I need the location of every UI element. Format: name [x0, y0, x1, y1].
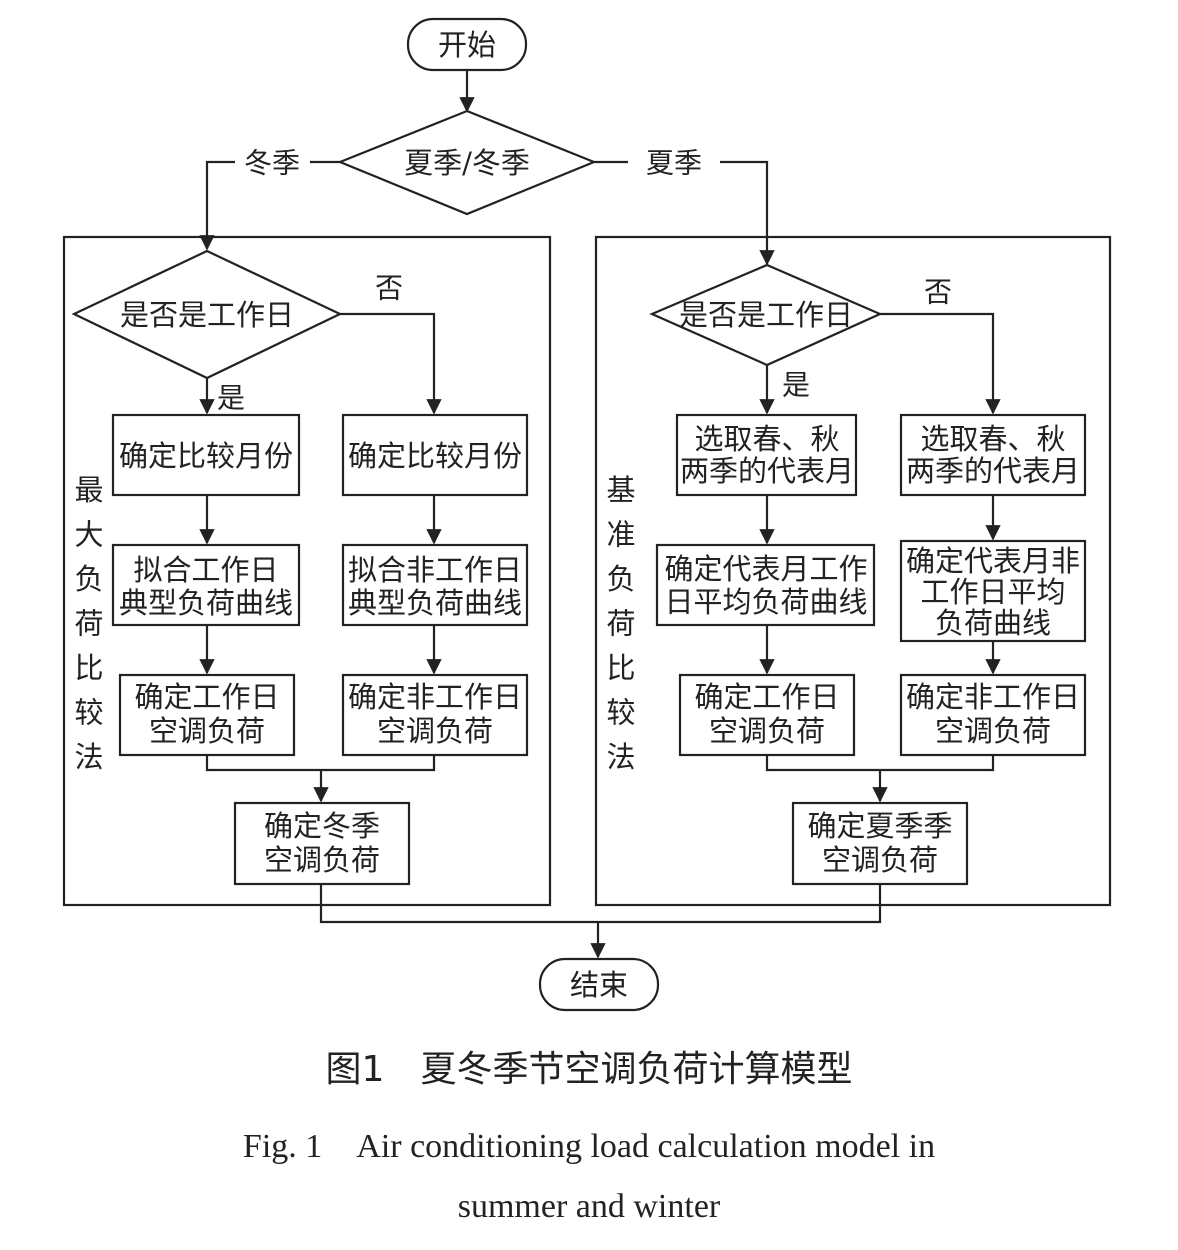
process-r-curve-b-line1: 确定代表月非	[906, 544, 1080, 578]
caption-en-line1: Fig. 1 Air conditioning load calculation…	[242, 1128, 936, 1165]
node-end-label: 结束	[570, 968, 628, 1002]
edge-label-yes-left: 是	[217, 382, 245, 415]
side-right-char: 准	[606, 518, 635, 552]
decision-season: 夏季/冬季	[337, 109, 597, 216]
edge-label-no-right: 否	[924, 276, 952, 309]
process-r-final: 确定夏季季 空调负荷	[791, 801, 969, 886]
group-frame-left	[62, 235, 552, 907]
process-l-fit-b-line1: 拟合非工作日	[348, 553, 522, 587]
process-l-ac-b-line1: 确定非工作日	[348, 680, 522, 714]
process-r-pick-b-line1: 选取春、秋	[920, 422, 1065, 456]
decision-workday-right: 是否是工作日	[649, 263, 883, 367]
edge-summer-right	[720, 160, 775, 266]
node-start-label: 开始	[438, 28, 496, 62]
edge-winter-left	[199, 160, 235, 251]
side-right-char: 比	[606, 651, 635, 685]
side-left-char: 法	[74, 740, 103, 774]
process-l-ac-a-line2: 空调负荷	[149, 714, 265, 748]
process-r-pick-b-line2: 两季的代表月	[906, 454, 1080, 488]
process-l-ac-a: 确定工作日 空调负荷	[118, 673, 296, 757]
edge-label-summer: 夏季	[646, 147, 702, 180]
edge-left-no	[340, 312, 442, 415]
side-right-char: 法	[606, 740, 635, 774]
node-start: 开始	[406, 17, 528, 72]
process-r-final-line1: 确定夏季季	[807, 809, 952, 843]
process-r-ac-b-line1: 确定非工作日	[906, 680, 1080, 714]
decision-workday-right-label: 是否是工作日	[679, 298, 853, 332]
process-l-ac-a-line1: 确定工作日	[134, 680, 279, 714]
process-r-curve-b-line3: 负荷曲线	[935, 606, 1051, 640]
side-left-char: 负	[74, 562, 103, 596]
decision-workday-left: 是否是工作日	[71, 249, 343, 380]
group-frame-right	[594, 235, 1112, 907]
process-l-fit-a: 拟合工作日 典型负荷曲线	[111, 543, 301, 627]
process-l-ac-b-line2: 空调负荷	[377, 714, 493, 748]
process-l-fit-a-line1: 拟合工作日	[133, 553, 278, 587]
process-l-ac-b: 确定非工作日 空调负荷	[341, 673, 529, 757]
side-right-char: 荷	[606, 607, 635, 641]
process-r-curve-a: 确定代表月工作 日平均负荷曲线	[655, 543, 876, 627]
process-l-final: 确定冬季 空调负荷	[233, 801, 411, 886]
process-l-month-a-label: 确定比较月份	[119, 439, 293, 473]
process-r-ac-a-line2: 空调负荷	[709, 714, 825, 748]
edge-label-no-left: 否	[375, 272, 403, 305]
process-l-final-line2: 空调负荷	[264, 843, 380, 877]
process-r-curve-b-line2: 工作日平均	[920, 575, 1065, 609]
side-left-char: 荷	[74, 607, 103, 641]
caption-en-line2: summer and winter	[457, 1188, 721, 1225]
node-end: 结束	[538, 957, 660, 1012]
process-r-ac-a: 确定工作日 空调负荷	[678, 673, 856, 757]
process-l-month-b: 确定比较月份	[341, 413, 529, 497]
process-r-curve-b: 确定代表月非 工作日平均 负荷曲线	[899, 539, 1087, 643]
process-l-fit-b: 拟合非工作日 典型负荷曲线	[341, 543, 529, 627]
process-l-fit-b-line2: 典型负荷曲线	[348, 586, 522, 620]
side-right-char: 负	[606, 562, 635, 596]
edges	[199, 70, 1001, 959]
process-r-ac-b: 确定非工作日 空调负荷	[899, 673, 1087, 757]
side-right-char: 较	[606, 696, 635, 730]
decision-workday-left-label: 是否是工作日	[120, 298, 294, 332]
process-r-pick-b: 选取春、秋 两季的代表月	[899, 413, 1087, 497]
flowchart: 开始 结束 夏季/冬季 是否是工作日 是否是工作日 冬季 夏季 否 是 否 是 …	[62, 17, 1112, 1012]
side-left-char: 较	[74, 696, 103, 730]
decision-season-label: 夏季/冬季	[404, 146, 530, 180]
process-l-fit-a-line2: 典型负荷曲线	[119, 586, 293, 620]
edge-right-no	[880, 312, 1001, 415]
process-r-ac-a-line1: 确定工作日	[694, 680, 839, 714]
process-r-pick-a-line2: 两季的代表月	[680, 454, 854, 488]
process-r-pick-a: 选取春、秋 两季的代表月	[675, 413, 858, 497]
process-r-pick-a-line1: 选取春、秋	[694, 422, 839, 456]
edge-label-winter: 冬季	[244, 147, 300, 180]
side-left-char: 比	[74, 651, 103, 685]
edge-final-merge	[319, 884, 882, 924]
process-l-month-b-label: 确定比较月份	[348, 439, 522, 473]
process-r-curve-a-line1: 确定代表月工作	[664, 552, 867, 586]
edge-l-merge	[205, 755, 436, 772]
process-l-final-line1: 确定冬季	[264, 809, 380, 843]
edge-label-yes-right: 是	[782, 369, 810, 402]
process-r-final-line2: 空调负荷	[822, 843, 938, 877]
process-l-month-a: 确定比较月份	[111, 413, 301, 497]
edge-r-merge	[765, 755, 995, 772]
process-r-ac-b-line2: 空调负荷	[935, 714, 1051, 748]
side-left-char: 大	[74, 518, 103, 552]
process-r-curve-a-line2: 日平均负荷曲线	[664, 585, 867, 619]
side-right-char: 基	[606, 473, 635, 507]
side-left-char: 最	[74, 473, 103, 507]
caption-cn: 图1 夏冬季节空调负荷计算模型	[325, 1049, 853, 1090]
